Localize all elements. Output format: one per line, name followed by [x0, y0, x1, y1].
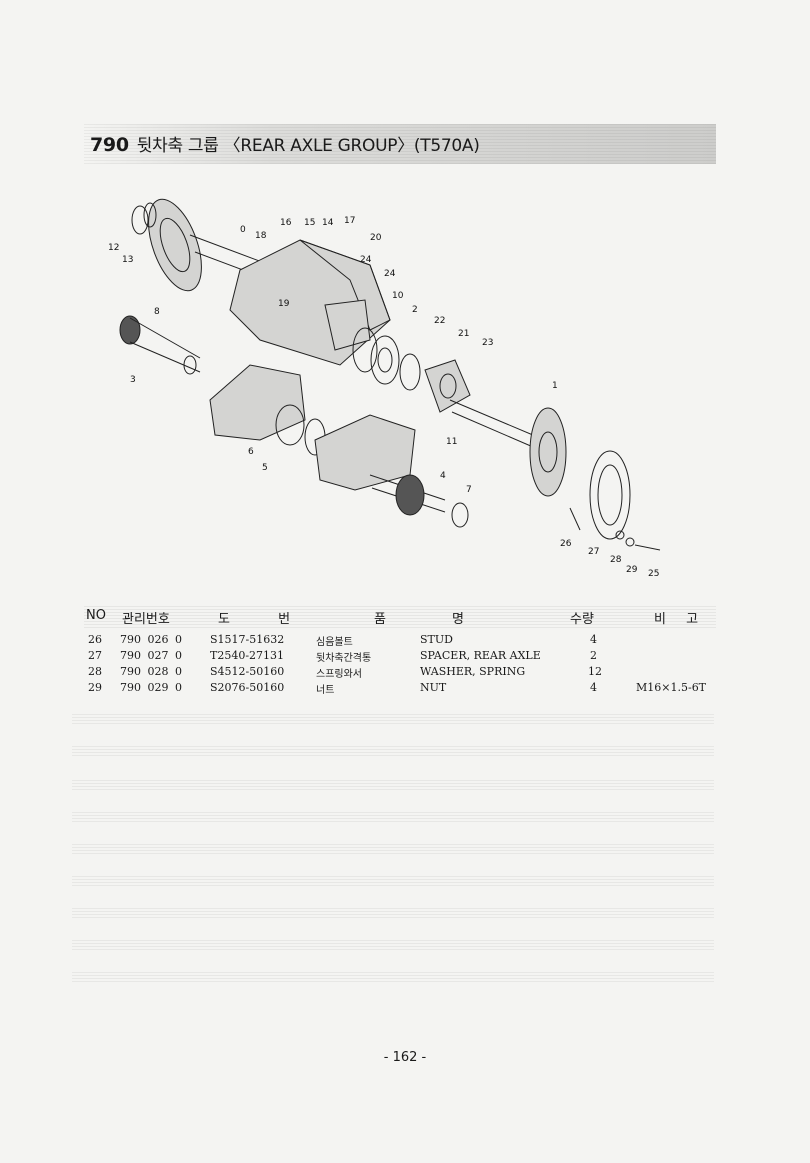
- callout-1: 1: [552, 381, 558, 391]
- empty-row-stripe: [72, 970, 714, 982]
- callout-21: 21: [458, 329, 469, 339]
- callout-25: 25: [648, 569, 659, 579]
- section-number: 790: [90, 134, 129, 156]
- lower-gear-drawing: [369, 474, 469, 528]
- col-name-kr: 품: [374, 612, 386, 627]
- table-row: 27 790 027 0 T2540-27131 뒷차축간격통 SPACER, …: [88, 649, 597, 664]
- callout-6: 6: [248, 447, 254, 457]
- callout-22: 22: [434, 316, 445, 326]
- callout-20: 20: [370, 233, 382, 243]
- callout-14: 14: [322, 218, 334, 228]
- callout-15: 15: [304, 218, 315, 228]
- table-row: 28 790 028 0 S4512-50160 스프링와서 WASHER, S…: [88, 665, 602, 680]
- empty-row-stripe: [72, 712, 714, 724]
- empty-row-stripe: [72, 810, 714, 822]
- callout-28: 28: [610, 555, 622, 565]
- col-drawing: 도 번: [218, 612, 313, 627]
- bearing-set-drawing: [352, 327, 421, 391]
- page-title: 790 뒷차축 그룹 〈REAR AXLE GROUP〉(T570A): [90, 131, 480, 156]
- exploded-parts-diagram: 12 13 8 0 18 16 15 14 17 20 24 24 19 10 …: [108, 198, 661, 579]
- callout-12: 12: [108, 243, 119, 253]
- callout-2: 2: [412, 305, 418, 315]
- housing-drawing: [229, 239, 391, 366]
- page-number: - 162 -: [383, 1050, 427, 1065]
- callout-23: 23: [482, 338, 493, 348]
- retainer-drawing: [424, 359, 471, 413]
- callout-16: 16: [280, 218, 292, 228]
- table-row: 29 790 029 0 S2076-50160 너트 NUT 4 M16×1.…: [88, 681, 707, 696]
- callout-18: 18: [255, 231, 267, 241]
- callout-5: 5: [262, 463, 268, 473]
- lower-housing-drawing: [209, 364, 416, 491]
- pinion-shaft-drawing: [119, 315, 201, 375]
- callout-labels: 12 13 8 0 18 16 15 14 17 20 24 24 19 10 …: [108, 216, 659, 579]
- callout-11: 11: [446, 437, 457, 447]
- col-name-en: 명: [452, 612, 464, 627]
- ring-gear-drawing: [131, 198, 202, 292]
- callout-10: 10: [392, 291, 404, 301]
- section-title: 뒷차축 그룹 〈REAR AXLE GROUP〉(T570A): [136, 136, 480, 156]
- col-no: NO: [86, 608, 106, 623]
- empty-row-stripe: [72, 874, 714, 886]
- callout-13: 13: [122, 255, 133, 265]
- table-header: NO 관리번호 도 번 품 명 수량 비 고: [84, 604, 716, 628]
- col-remark: 비 고: [654, 612, 707, 627]
- callout-24b: 24: [384, 269, 396, 279]
- col-qty: 수량: [570, 612, 594, 627]
- axle-shaft-drawing: [449, 399, 631, 540]
- empty-row-stripe: [72, 778, 714, 790]
- col-mgmt: 관리번호: [122, 612, 170, 627]
- callout-0: 0: [240, 225, 246, 235]
- callout-29: 29: [626, 565, 638, 575]
- callout-7: 7: [466, 485, 472, 495]
- callout-3: 3: [130, 375, 136, 385]
- callout-8: 8: [154, 307, 160, 317]
- callout-4: 4: [440, 471, 446, 481]
- callout-19: 19: [278, 299, 290, 309]
- empty-row-stripe: [72, 938, 714, 950]
- table-row: 26 790 026 0 S1517-51632 심음볼트 STUD 4: [88, 633, 597, 648]
- fasteners-drawing: [569, 507, 661, 551]
- empty-row-stripe: [72, 744, 714, 756]
- callout-24a: 24: [360, 255, 372, 265]
- title-bar: [84, 124, 716, 164]
- callout-27: 27: [588, 547, 599, 557]
- callout-26: 26: [560, 539, 572, 549]
- empty-row-stripe: [72, 906, 714, 918]
- callout-17: 17: [344, 216, 355, 226]
- empty-row-stripe: [72, 842, 714, 854]
